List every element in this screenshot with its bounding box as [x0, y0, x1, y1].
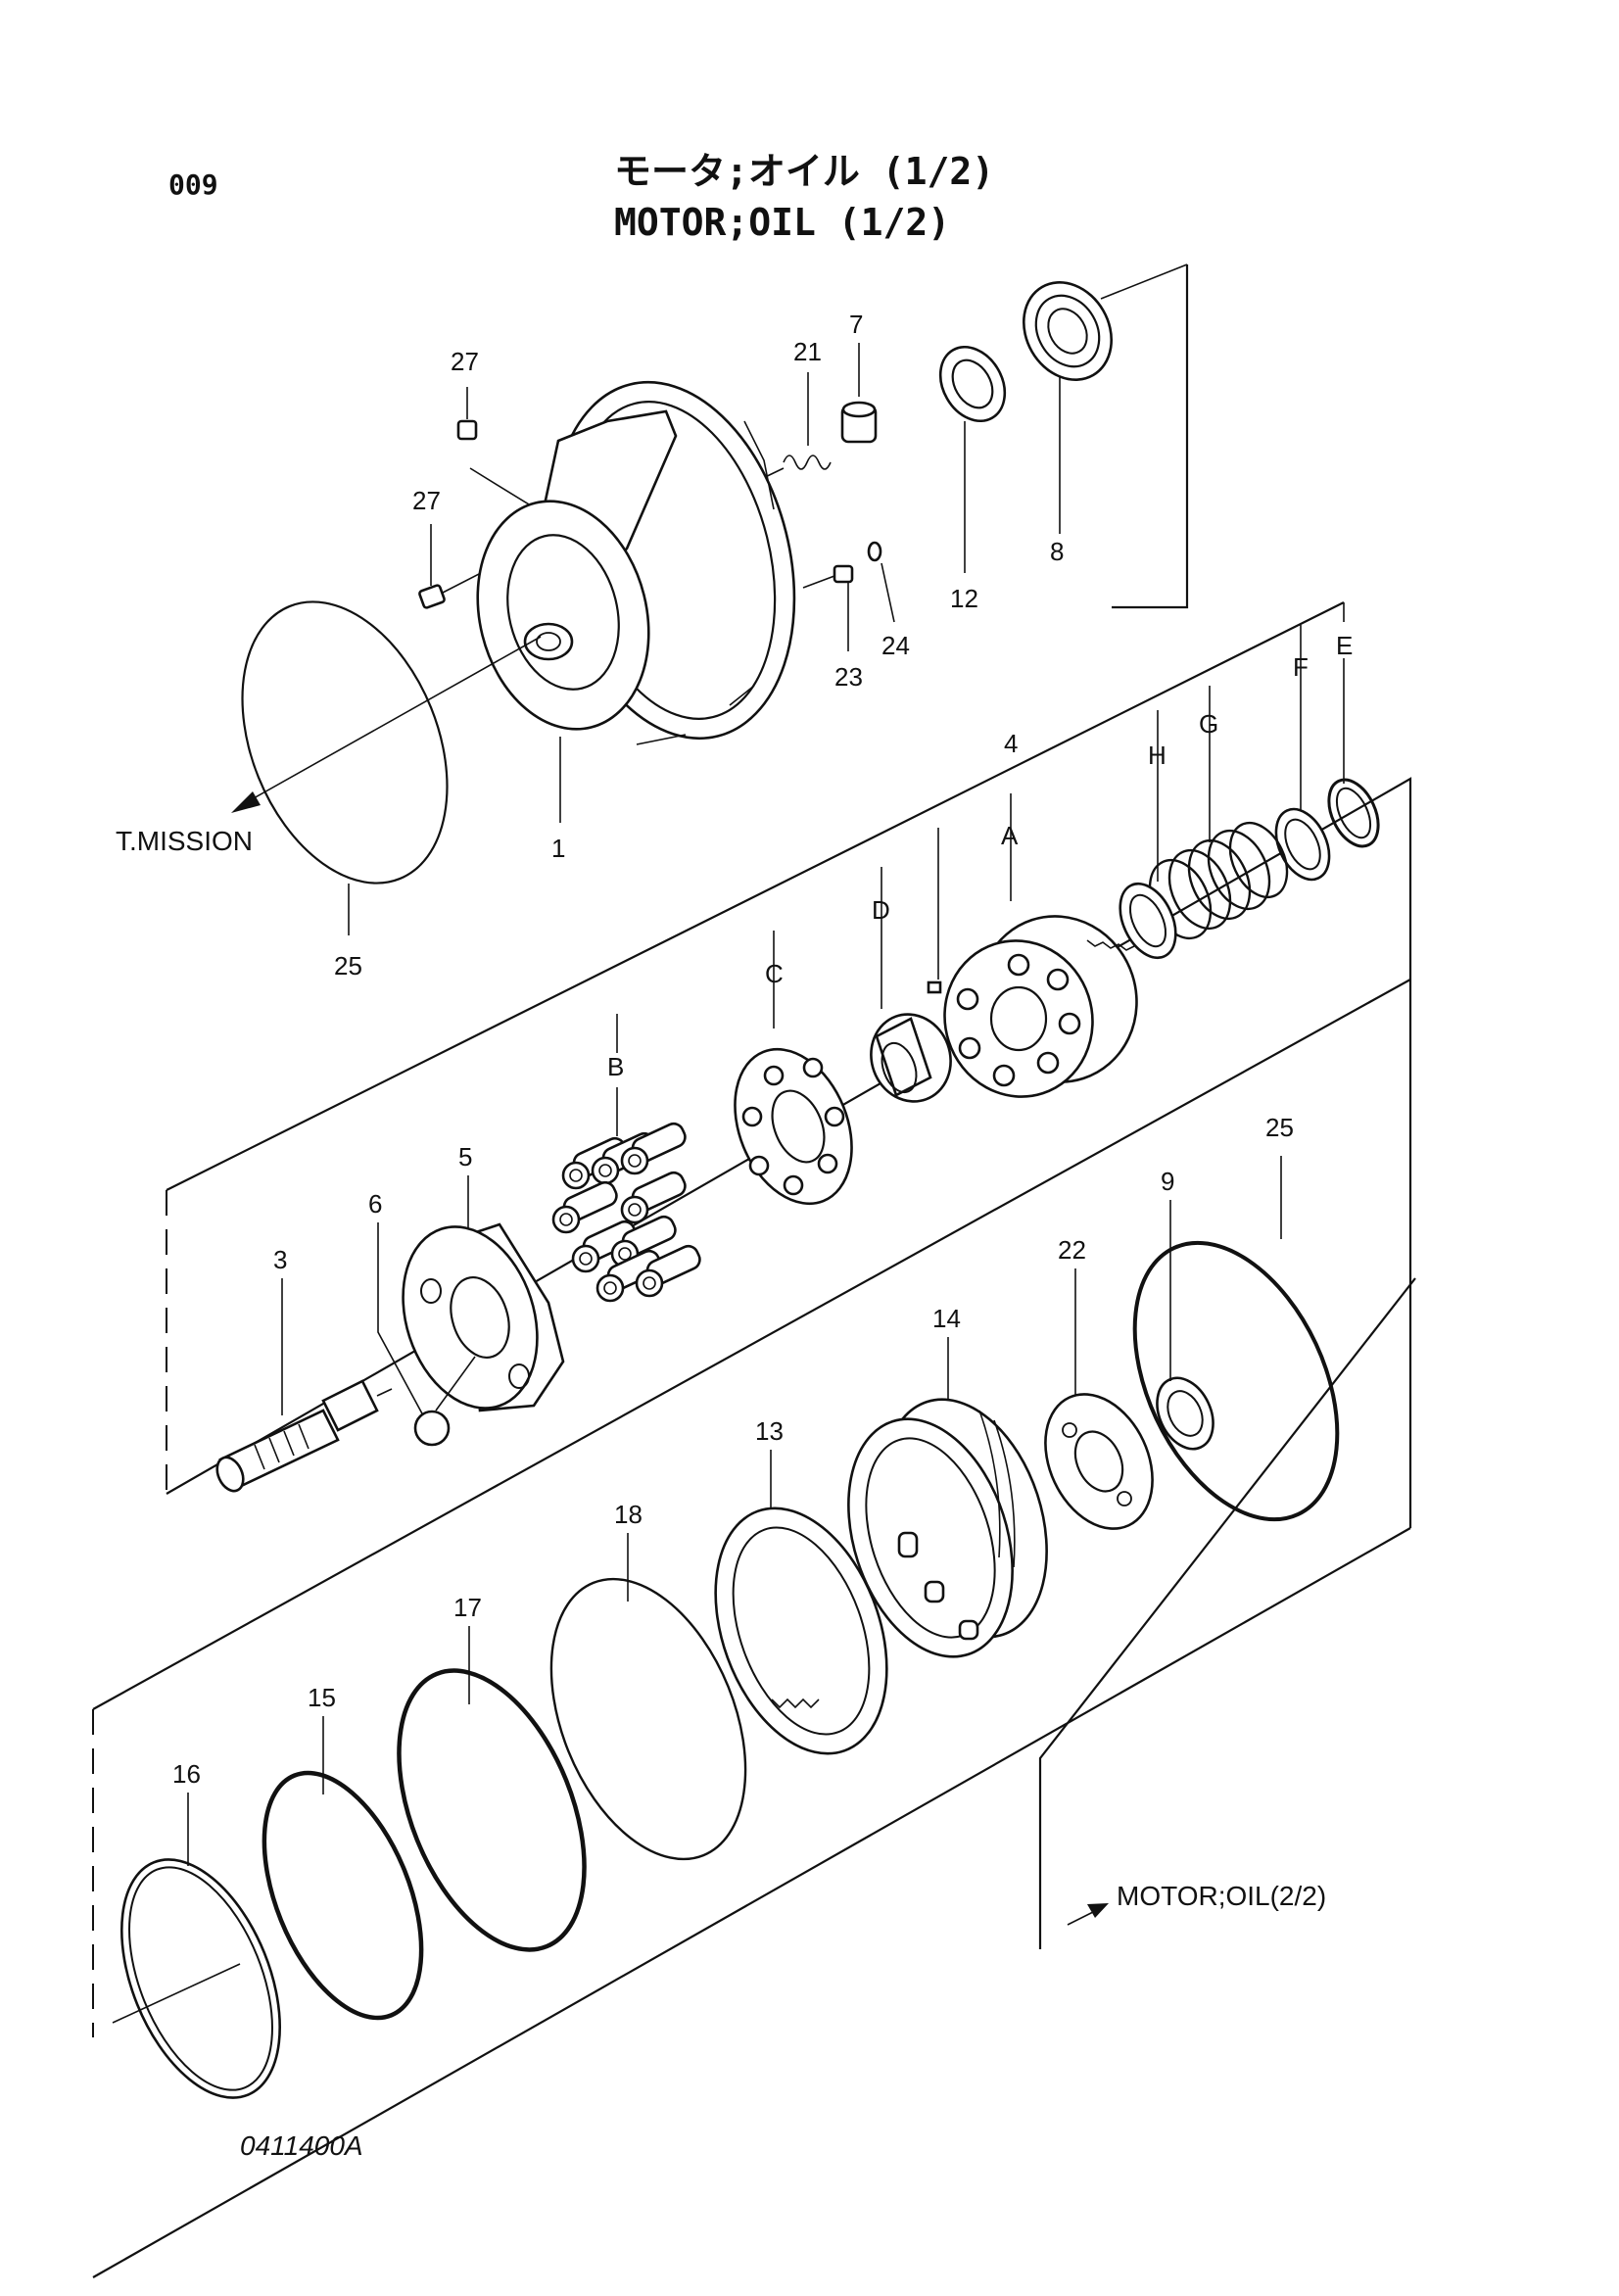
callout-6: 6	[368, 1189, 382, 1219]
callout-A: A	[1001, 821, 1019, 850]
valve-plate-part-22	[1044, 1393, 1154, 1530]
callout-16: 16	[172, 1759, 201, 1789]
callout-E: E	[1336, 631, 1353, 660]
callout-27-lower: 27	[412, 486, 441, 515]
cylinder-block-A	[927, 915, 1138, 1098]
callout-21: 21	[793, 337, 822, 366]
callout-23: 23	[834, 662, 863, 692]
piston-housing-part-14	[847, 1398, 1048, 1658]
continuation-reference: MOTOR;OIL(2/2)	[1117, 1881, 1326, 1911]
set-screw-27-upper	[456, 387, 530, 519]
callout-12: 12	[950, 584, 978, 613]
screw-part-23	[802, 564, 854, 589]
callout-17: 17	[453, 1593, 482, 1622]
kit-bracket-lines	[616, 602, 1345, 1136]
snap-ring-E	[1327, 778, 1380, 848]
callout-7: 7	[849, 310, 863, 339]
callout-F: F	[1293, 652, 1309, 682]
spring-plate-part-13	[714, 1507, 888, 1755]
callout-C: C	[765, 959, 784, 988]
title-english: MOTOR;OIL (1/2)	[614, 201, 950, 244]
transmission-reference: T.MISSION	[116, 826, 253, 856]
callout-14: 14	[932, 1304, 961, 1333]
callout-15: 15	[308, 1683, 336, 1712]
shaft-part-3	[215, 1379, 393, 1493]
callout-27-upper: 27	[451, 347, 479, 376]
continuation-arrow	[1067, 1903, 1109, 1926]
oil-seal-part-12	[938, 345, 1007, 423]
o-ring-part-17	[397, 1668, 587, 1952]
callout-13: 13	[755, 1416, 784, 1446]
spring-part-21	[758, 454, 832, 481]
callout-1: 1	[551, 834, 565, 863]
callout-H: H	[1148, 741, 1167, 770]
callout-4: 4	[1004, 729, 1018, 758]
ball-guide-D	[870, 1013, 952, 1103]
drawing-number: 0411400A	[240, 2130, 363, 2161]
transmission-arrow	[231, 636, 542, 813]
callout-9: 9	[1161, 1167, 1174, 1196]
callout-8: 8	[1050, 537, 1064, 566]
swash-plate-part-5	[402, 1222, 565, 1412]
callout-B: B	[607, 1052, 624, 1081]
callout-22: 22	[1058, 1235, 1086, 1265]
o-ring-part-24	[867, 541, 882, 562]
o-ring-part-18	[549, 1577, 747, 1861]
washer-F	[1274, 807, 1331, 882]
callout-18: 18	[614, 1500, 643, 1529]
retainer-H	[1119, 882, 1177, 960]
leader-24	[881, 562, 895, 623]
title-japanese: モータ;オイル (1/2)	[614, 150, 994, 193]
leader-6b	[435, 1356, 476, 1411]
callout-25-upper: 25	[334, 951, 362, 981]
callout-24: 24	[881, 631, 910, 660]
leader-6	[377, 1222, 424, 1416]
page-code: 009	[168, 168, 218, 201]
o-ring-part-15	[262, 1770, 424, 2021]
o-ring-part-25-lower	[1132, 1240, 1340, 1522]
bearing-part-8	[1022, 263, 1188, 381]
callout-D: D	[872, 895, 890, 925]
callout-25-lower: 25	[1265, 1113, 1294, 1142]
plug-part-7	[840, 401, 878, 444]
callout-5: 5	[458, 1142, 472, 1172]
callout-3: 3	[273, 1245, 287, 1274]
callout-G: G	[1199, 709, 1218, 739]
set-plate-C	[734, 1047, 853, 1206]
o-ring-part-25-upper	[241, 600, 449, 885]
ball-part-6	[413, 1410, 451, 1447]
motor-housing-part-1	[476, 380, 796, 745]
backup-ring-part-16	[112, 1858, 281, 2099]
bearing-part-9	[1156, 1376, 1214, 1451]
assembly-frame-lower	[92, 979, 1416, 2278]
pistons-B	[551, 1122, 701, 1303]
